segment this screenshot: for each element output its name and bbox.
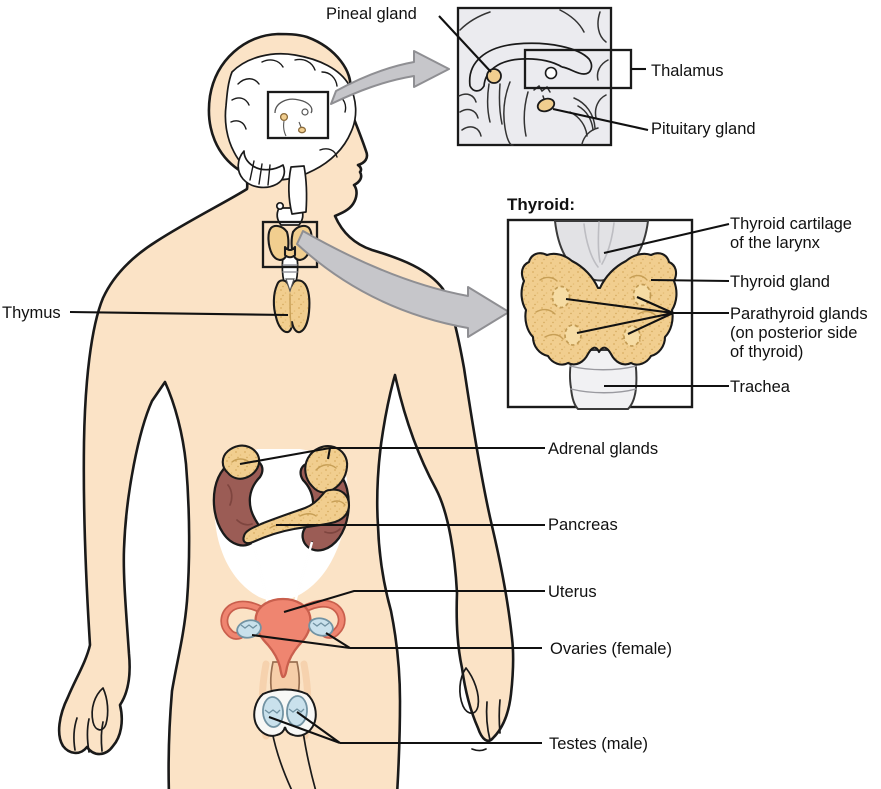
neck-organs: [261, 201, 319, 334]
label-uterus: Uterus: [548, 583, 597, 601]
thyroid-texture: [535, 274, 657, 342]
ovary-right: [308, 617, 334, 637]
label-ovaries: Ovaries (female): [550, 640, 672, 658]
mini-pineal-gland: [279, 112, 289, 122]
label-thyroid-cartilage-2: of the larynx: [730, 234, 821, 252]
pituitary-gland-shape: [536, 97, 556, 113]
label-parathyroid-3: of thyroid): [730, 343, 803, 361]
label-thyroid-gland: Thyroid gland: [730, 273, 830, 291]
parathyroid-leader-lines: [565, 296, 729, 335]
cerebellum-lines: [249, 160, 271, 186]
label-pancreas: Pancreas: [548, 516, 618, 534]
neck-trachea: [281, 255, 299, 283]
adrenal-left-texture: [231, 458, 250, 463]
pancreas: [242, 488, 351, 545]
labels: Pineal gland Thalamus Pituitary gland Th…: [2, 5, 868, 753]
inner-thigh-line-right: [302, 730, 317, 789]
pineal-gland-shape: [486, 68, 502, 84]
right-finger-lines: [485, 699, 501, 741]
label-parathyroid-1: Parathyroid glands: [730, 305, 868, 323]
adrenal-right-texture: [315, 464, 337, 471]
left-finger-lines: [73, 717, 104, 753]
ovaries-leader-lines: [251, 632, 542, 650]
mini-thalamus: [301, 108, 309, 116]
thyroid-gland-leader-line: [650, 278, 730, 283]
thymus-leader-line: [69, 310, 289, 317]
thyroid-inset-arrow-icon: [296, 230, 510, 338]
testes-leader-lines: [268, 711, 542, 745]
ovary-zigzags: [240, 622, 330, 629]
right-thumb-line: [459, 667, 480, 714]
body-outline: [57, 32, 515, 789]
kidney-left-creases: [227, 484, 253, 526]
parathyroid-lower-left: [564, 324, 582, 346]
label-pituitary-gland: Pituitary gland: [651, 120, 756, 138]
uterus-leader-line: [283, 589, 545, 614]
thyroid-inset: [506, 218, 730, 410]
label-thymus: Thymus: [2, 304, 61, 322]
label-thyroid-cartilage-1: Thyroid cartilage: [730, 215, 852, 233]
abdominal-organs: [212, 444, 351, 617]
label-trachea: Trachea: [730, 378, 791, 396]
inset-trachea-rings: [569, 365, 637, 394]
brain-inset: [438, 6, 649, 147]
thyroid-inset-title: Thyroid:: [507, 195, 575, 214]
pituitary-leader-line: [552, 107, 649, 132]
mini-stalk: [283, 120, 302, 137]
inset-gyri: [458, 9, 609, 145]
cartilage-contours: [583, 221, 615, 268]
inner-thigh-line-left: [271, 730, 293, 789]
label-adrenal-glands: Adrenal glands: [548, 440, 658, 458]
thymus-notch: [285, 278, 295, 293]
neck-thyroid-isthmus: [283, 245, 297, 259]
ovary-left: [236, 619, 262, 639]
neck-trachea-rings: [282, 264, 298, 273]
mini-corpus-callosum: [274, 98, 313, 114]
label-thalamus: Thalamus: [651, 62, 723, 80]
right-hand-shadow: [471, 748, 487, 752]
head-zoom-box: [266, 90, 330, 140]
brain-inset-box: [456, 6, 613, 147]
head-brain: [224, 52, 357, 215]
kidney-left: [212, 456, 264, 547]
corpus-callosum: [468, 42, 593, 92]
parathyroid-upper-left: [551, 285, 571, 309]
brainstem: [288, 165, 308, 215]
label-parathyroid-2: (on posterior side: [730, 324, 857, 342]
mini-pituitary-gland: [297, 126, 307, 134]
inset-arrows: [296, 50, 510, 338]
leader-lines: [69, 310, 545, 745]
inset-trachea: [569, 349, 638, 410]
hyoid-horn-left: [275, 201, 285, 211]
cerebrum: [224, 52, 357, 181]
cartilage-leader-line: [603, 222, 730, 255]
pineal-leader-line: [438, 15, 492, 73]
label-testes: Testes (male): [549, 735, 648, 753]
adrenal-leader-lines: [239, 446, 545, 466]
thalamus-node: [544, 66, 558, 80]
cerebrum-gyri: [230, 58, 347, 158]
adrenal-gland-left: [221, 444, 261, 480]
thymus-gland: [272, 279, 311, 334]
brainstem-lines: [486, 81, 529, 146]
fallopian-tube-left: [222, 602, 271, 639]
thymus-crease: [289, 293, 292, 328]
left-thumb-line: [91, 687, 109, 731]
testis-zigzags: [264, 708, 305, 714]
brain-inset-arrow-icon: [330, 50, 450, 105]
label-pineal-gland: Pineal gland: [326, 5, 417, 23]
